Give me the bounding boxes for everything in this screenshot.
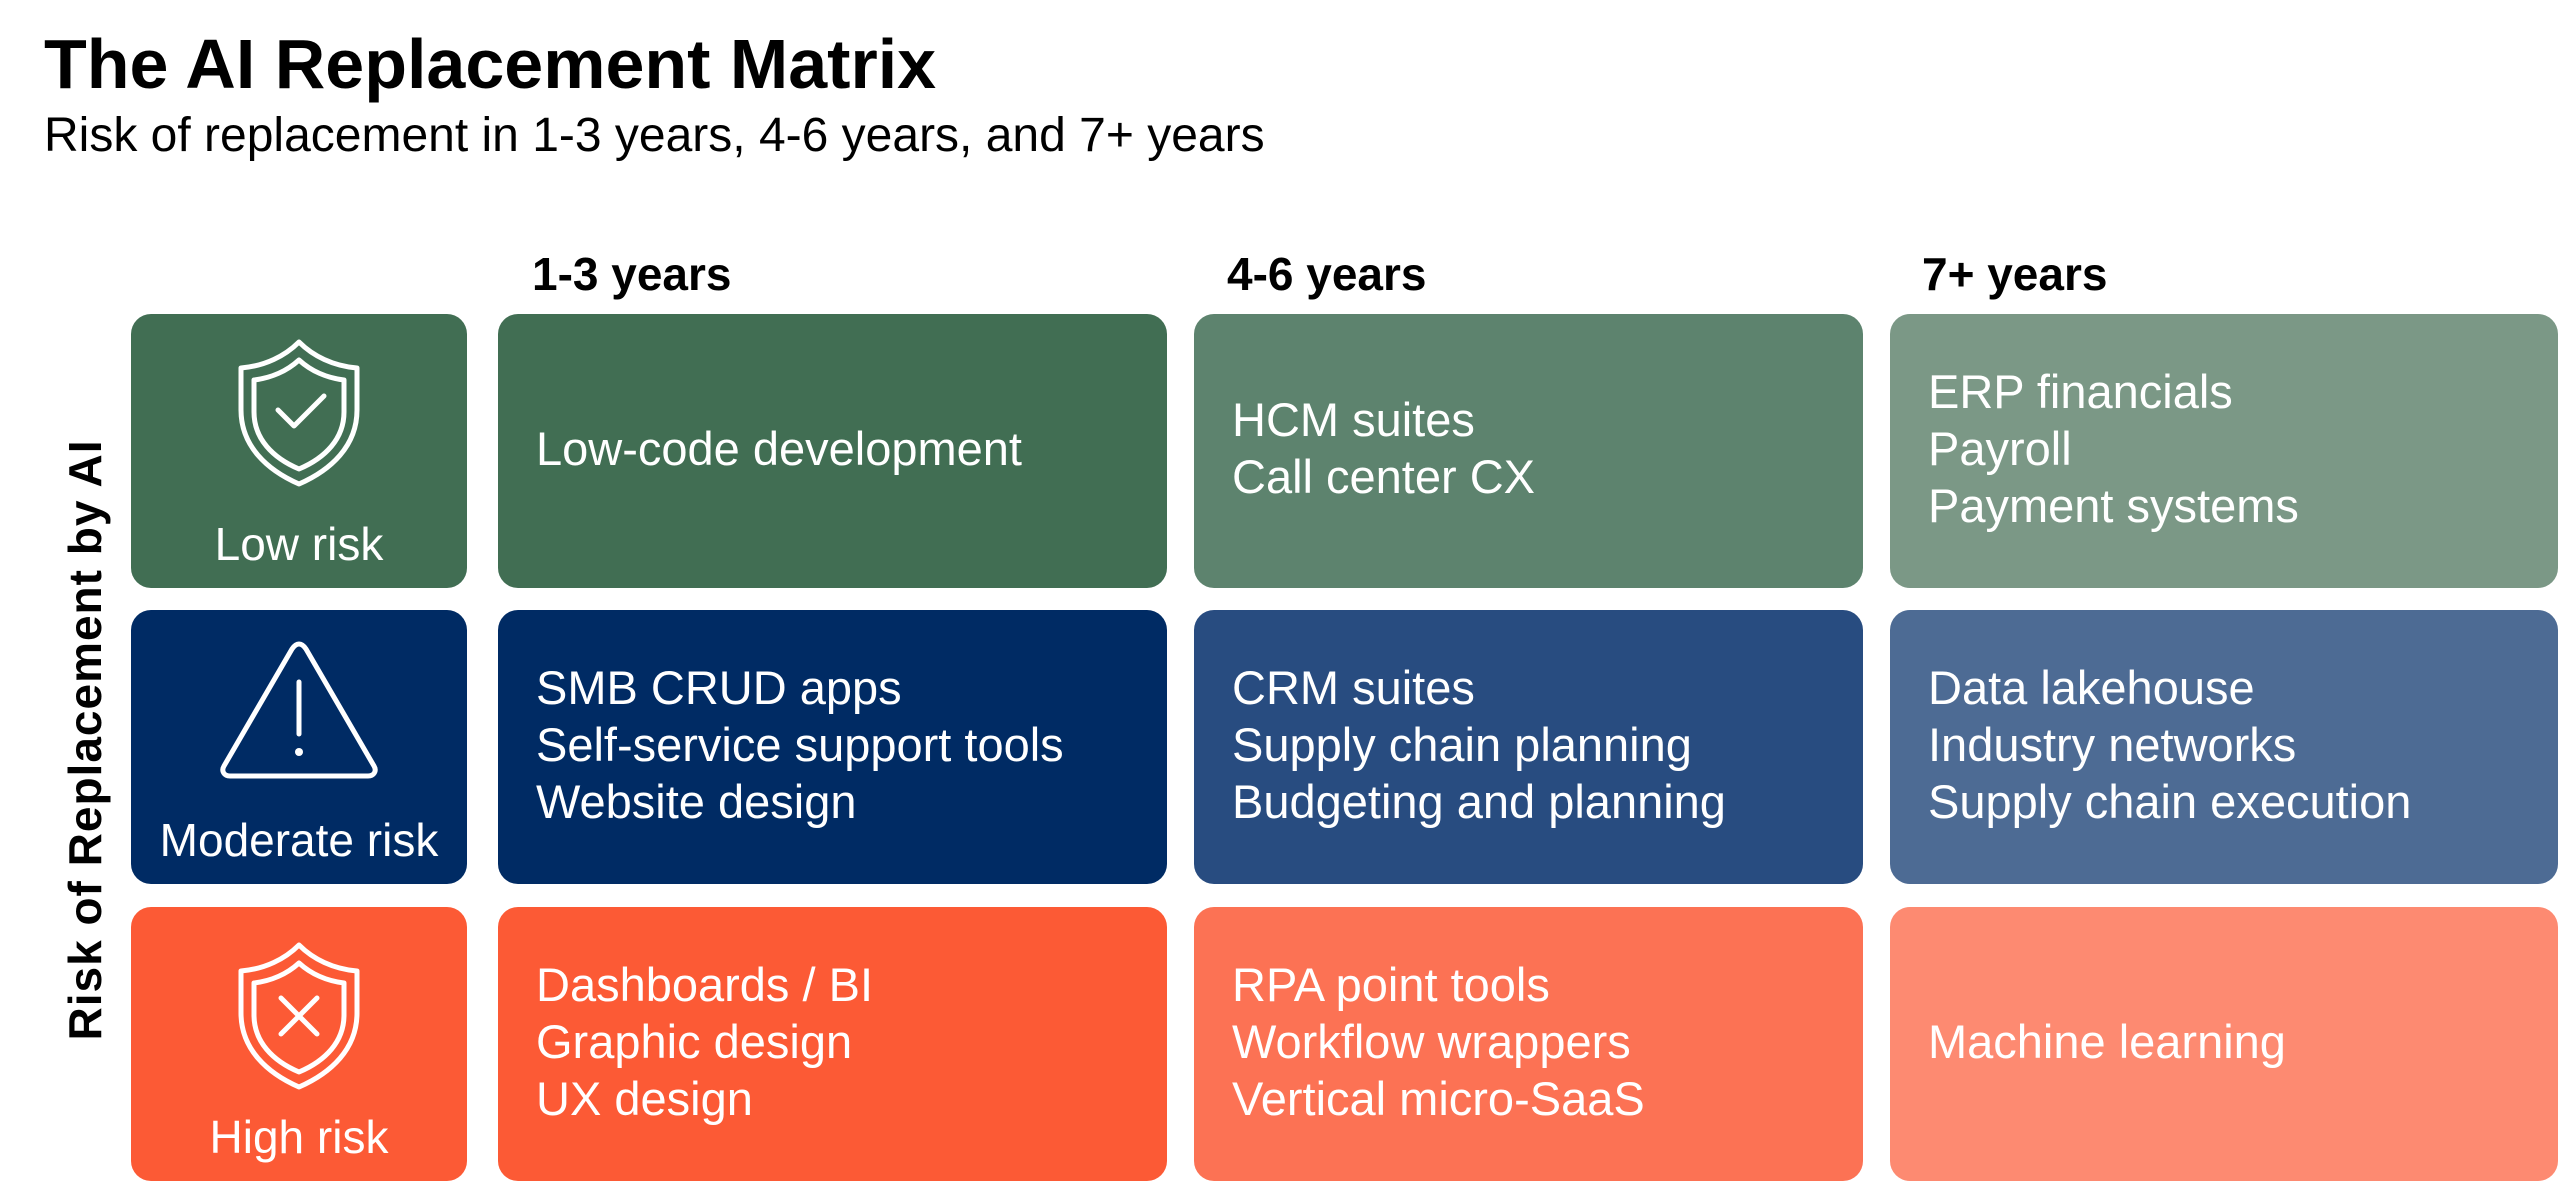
column-header-1-3-years: 1-3 years xyxy=(532,248,732,300)
row-label-text: Moderate risk xyxy=(159,814,439,866)
cell-item: Vertical micro-SaaS xyxy=(1232,1071,1645,1125)
cell-item: Low-code development xyxy=(536,421,1022,475)
cell-item: Self-service support tools xyxy=(536,717,1064,771)
warning-triangle-icon xyxy=(217,638,381,787)
shield-check-icon xyxy=(235,338,363,493)
cell-item: Supply chain planning xyxy=(1232,717,1692,771)
cell-item: Graphic design xyxy=(536,1014,853,1068)
row-label-moderate-risk: Moderate risk xyxy=(131,610,467,884)
cell-item: Dashboards / BI xyxy=(536,957,874,1011)
cell-item: Machine learning xyxy=(1928,1014,2286,1068)
cell-item: Payment systems xyxy=(1928,478,2299,532)
page-subtitle: Risk of replacement in 1-3 years, 4-6 ye… xyxy=(44,109,1265,162)
cell-item: RPA point tools xyxy=(1232,957,1550,1011)
shield-x-icon xyxy=(235,941,363,1096)
column-header-4-6-years: 4-6 years xyxy=(1227,248,1427,300)
cell-item: Industry networks xyxy=(1928,717,2297,771)
cell-item: Data lakehouse xyxy=(1928,660,2255,714)
y-axis-label: Risk of Replacement by AI xyxy=(59,439,111,1041)
row-label-low-risk: Low risk xyxy=(131,314,467,588)
cell-item: Call center CX xyxy=(1232,450,1535,503)
cell-item: SMB CRUD apps xyxy=(536,660,902,714)
row-label-text: High risk xyxy=(209,1111,389,1163)
cell-item: Workflow wrappers xyxy=(1232,1014,1631,1068)
row-label-high-risk: High risk xyxy=(131,907,467,1181)
cell-item: Website design xyxy=(536,774,857,828)
cell-item: Budgeting and planning xyxy=(1232,774,1726,828)
x-mark-icon xyxy=(278,995,320,1037)
cell-item: Supply chain execution xyxy=(1928,774,2412,828)
cell-item: ERP financials xyxy=(1928,364,2233,418)
cell-item: HCM suites xyxy=(1232,393,1475,446)
checkmark-icon xyxy=(275,393,327,429)
row-label-text: Low risk xyxy=(214,518,384,570)
column-header-7-plus-years: 7+ years xyxy=(1922,248,2108,300)
page-title: The AI Replacement Matrix xyxy=(44,25,937,103)
cell-item: CRM suites xyxy=(1232,660,1475,714)
cell-item: UX design xyxy=(536,1071,753,1125)
cell-item: Payroll xyxy=(1928,421,2072,475)
cell-high-7-plus: Machine learning xyxy=(1890,907,2558,1181)
cell-low-1-3: Low-code development xyxy=(498,314,1167,588)
